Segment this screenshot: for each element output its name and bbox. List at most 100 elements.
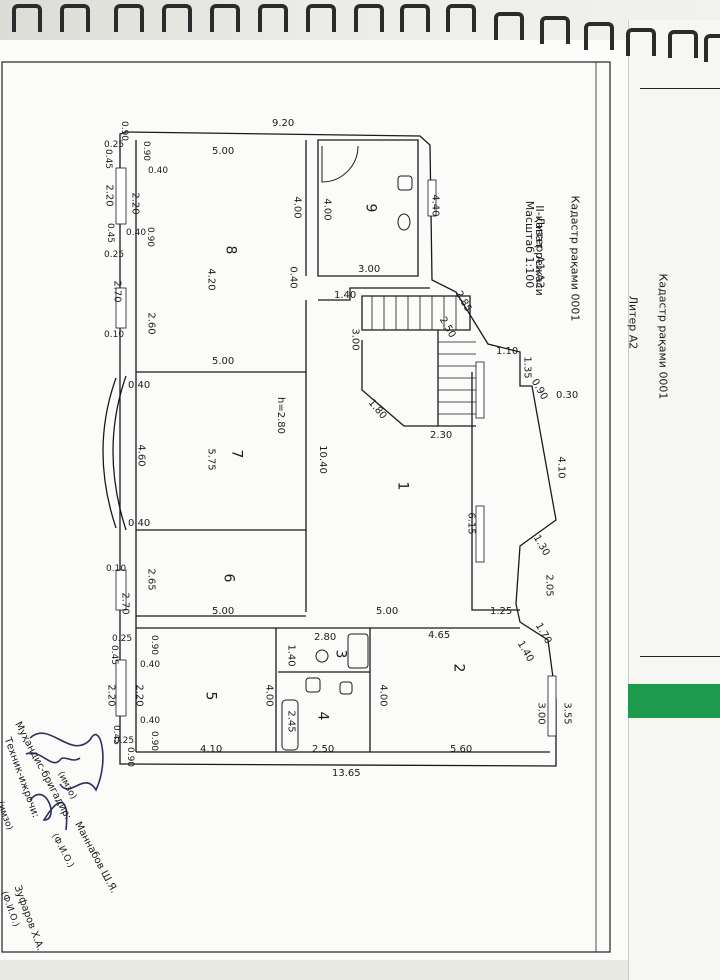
dim-label: 1.40 (285, 644, 297, 667)
dim-label: 2.30 (430, 430, 453, 441)
binding-ring (704, 34, 720, 62)
dim-label: 0.25 (112, 634, 133, 644)
dim-label: 5.00 (376, 606, 399, 617)
binding-ring (584, 22, 614, 50)
dim-label: 2.45 (285, 710, 297, 733)
green-binder-tab (628, 684, 720, 718)
window (475, 361, 485, 419)
bathtub-icon (347, 633, 369, 669)
window (115, 287, 127, 329)
room-number: 9 (362, 203, 379, 213)
dim-label: 0.90 (119, 120, 130, 142)
dim-label: 2.70 (111, 280, 123, 303)
bay-arc-outer (102, 377, 117, 529)
signature-engineer-stroke (25, 752, 81, 764)
dim-label: 4.65 (428, 630, 451, 641)
binding-ring (306, 4, 336, 32)
room-number: 5 (202, 691, 219, 701)
binding-ring (60, 4, 90, 32)
binding-ring (12, 4, 42, 32)
dim-label: 4.40 (429, 194, 441, 217)
dim-label: 4.00 (291, 196, 303, 219)
dim-label: 0.45 (103, 148, 114, 170)
room-number: 1 (394, 481, 411, 491)
window (115, 659, 127, 717)
binding-ring (400, 4, 430, 32)
dim-label: 5.00 (212, 146, 235, 157)
room7-height: h=2.80 (274, 397, 286, 434)
toilet-icon (305, 677, 321, 693)
floor-plan-sheet (0, 40, 628, 960)
dim-label: 1.25 (490, 606, 513, 617)
signature-technician (29, 793, 68, 831)
window (427, 179, 437, 217)
dim-label: 2.50 (312, 744, 335, 755)
dim-label: 4.00 (377, 684, 389, 707)
window (547, 675, 557, 737)
room-number: 6 (220, 573, 237, 583)
binding-ring (494, 12, 524, 40)
dim-label: 0.25 (114, 736, 135, 746)
room-number: 2 (450, 663, 467, 673)
wall-room1-east (471, 372, 520, 611)
dim-label: 1.10 (496, 346, 519, 357)
dim-label: 2.05 (543, 574, 555, 597)
header-scale: Масштаб 1:100 (523, 200, 537, 289)
dim-label: 0.90 (141, 140, 152, 162)
dim-label: 2.20 (133, 684, 145, 707)
binding-ring (446, 4, 476, 32)
dim-label: 0.40 (140, 660, 161, 670)
binding-ring (626, 28, 656, 56)
dim-label: 6.15 (465, 512, 477, 535)
dim-label: 0.45 (109, 644, 120, 666)
dim-label: 0.90 (149, 730, 160, 752)
dim-label: 3.00 (358, 264, 381, 275)
room-number: 3 (332, 649, 349, 659)
dim-label: 2.60 (145, 312, 157, 335)
room9-walls (317, 139, 419, 277)
dim-label: 0.10 (106, 564, 127, 574)
dim-label: 0.90 (149, 634, 160, 656)
dim-label: 10.40 (316, 445, 328, 474)
stair-well (361, 340, 438, 427)
toilet-icon (397, 175, 413, 191)
dim-label: 0.40 (128, 518, 151, 529)
dim-label: 4.60 (135, 444, 147, 467)
dim-label: 4.00 (263, 684, 275, 707)
dim-label: 0.40 (148, 166, 169, 176)
dim-label: 5.00 (212, 356, 235, 367)
dim-label: 3.00 (349, 328, 361, 351)
sink-icon (339, 681, 353, 695)
dim-label: 0.45 (105, 222, 116, 244)
dim-label: 5.60 (450, 744, 473, 755)
dim-label: 0.25 (104, 140, 125, 150)
sheet-frame (1, 61, 611, 953)
dim-label: 4.00 (321, 198, 333, 221)
dim-label: 0.30 (556, 390, 579, 401)
dim-label: 2.80 (314, 632, 337, 643)
dim-label: 4.10 (555, 456, 567, 479)
header-cadastre: Кадастр рақами 0001 (568, 195, 582, 322)
dim-label: 4.10 (200, 744, 223, 755)
dim-label: 2.20 (129, 192, 141, 215)
binding-ring (210, 4, 240, 32)
dim-label: 13.65 (332, 768, 361, 779)
second-sheet (628, 20, 720, 980)
second-sheet-border (640, 656, 720, 657)
sink-icon (315, 649, 329, 663)
dim-label: 0.90 (125, 746, 136, 768)
room7-area: 5.75 (205, 448, 217, 471)
second-sheet-border (640, 88, 720, 89)
dim-label: 1.35 (521, 356, 533, 379)
dim-label: 3.55 (561, 702, 573, 725)
room-number: 7 (228, 449, 245, 459)
dim-label: 5.00 (212, 606, 235, 617)
bathtub-icon (281, 699, 299, 751)
door-swing (321, 145, 359, 183)
dim-label: 2.70 (119, 592, 131, 615)
binding-ring (114, 4, 144, 32)
dim-label: 0.25 (104, 250, 125, 260)
window (115, 167, 127, 225)
room-number: 4 (314, 711, 331, 721)
binding-ring (668, 30, 698, 58)
